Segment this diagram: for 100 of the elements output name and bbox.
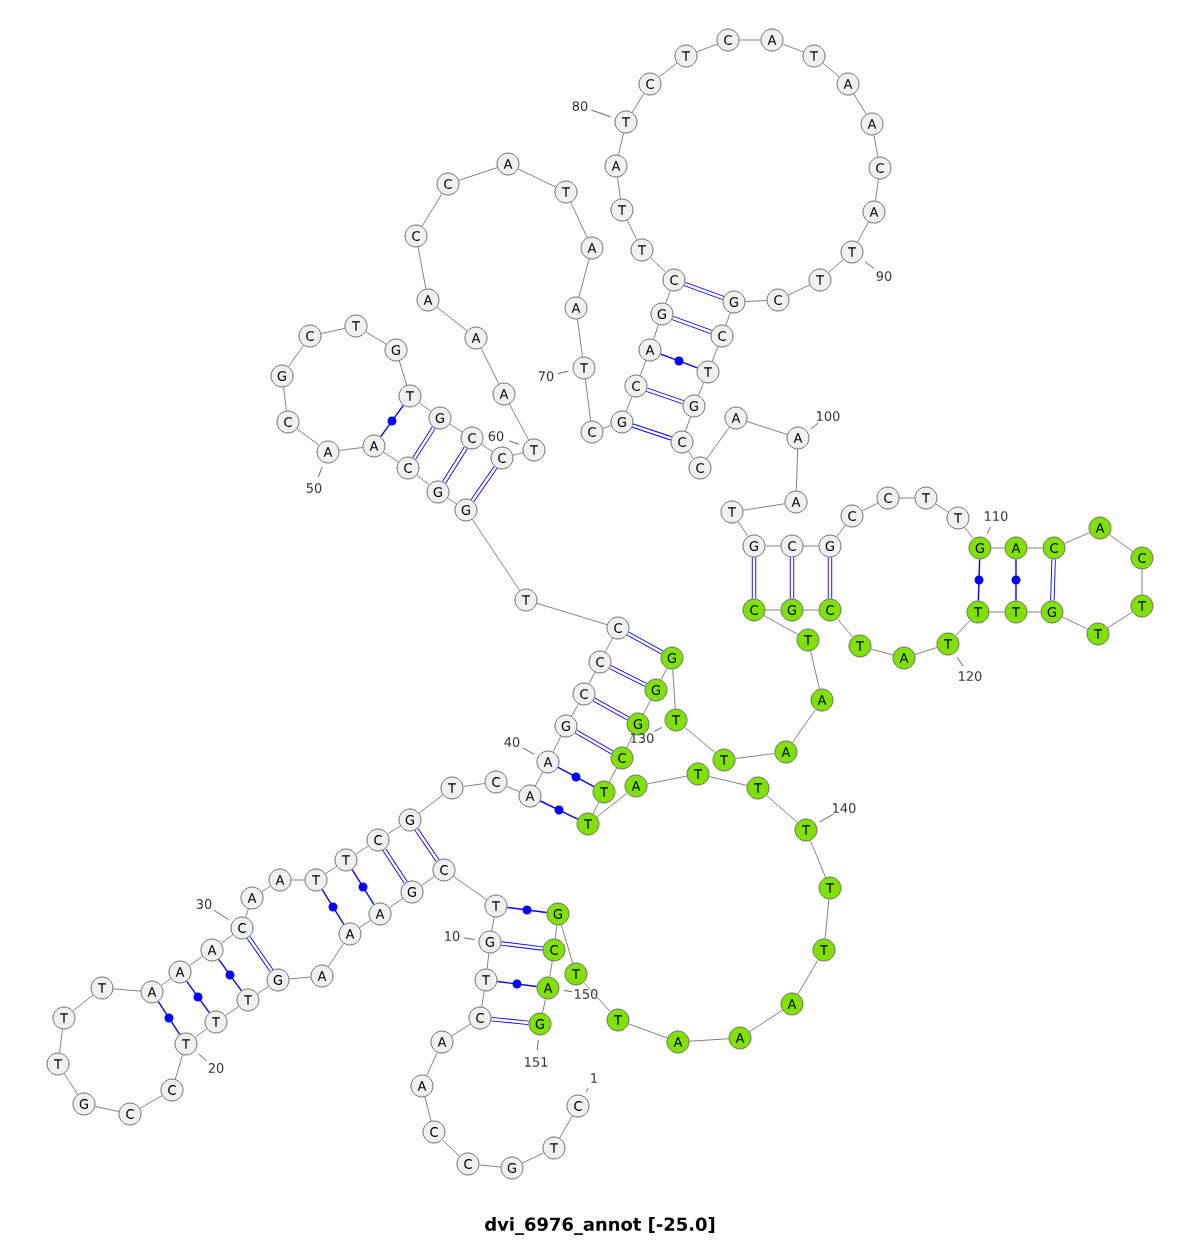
backbone-line [506,785,520,793]
backbone-line [672,669,676,710]
backbone-line [320,327,346,335]
backbone-line [739,39,761,41]
base-pair-line [574,729,614,755]
backbone-line [626,219,638,241]
backbone-line [559,1115,573,1139]
backbone-line [803,609,819,611]
backbone-line [964,526,974,540]
backbone-line [447,497,457,505]
backbone-line [418,794,444,814]
backbone-line [625,396,633,412]
backbone-line [1027,547,1043,549]
backbone-line [810,650,820,690]
backbone-line [792,708,816,744]
backbone-line [935,503,949,513]
backbone-line [765,545,781,547]
backbone-line [746,421,788,435]
backbone-line [639,360,647,376]
base-pair-line [660,353,698,369]
backbone-line [257,985,269,995]
backbone-line [653,324,659,340]
backbone-line [421,193,443,227]
base-pair-line [646,387,684,405]
backbone-line [914,647,938,655]
base-pair-line [382,848,408,884]
base-pair-line [751,557,757,599]
backbone-line [861,502,879,512]
backbone-line [658,62,678,78]
backbone-line [288,344,304,368]
backbone-line [542,998,546,1014]
backbone-line [462,783,486,787]
backbone-line [725,312,731,326]
base-pair-line [442,446,468,484]
base-pair-line [789,557,795,599]
backbone-line [899,497,915,499]
backbone-line [765,609,781,611]
backbone-line [578,258,590,298]
base-pair-line [351,869,375,905]
backbone-line [626,733,634,749]
backbone-line [245,908,249,918]
backbone-line [766,795,798,823]
backbone-line [521,1152,545,1164]
base-pair-line [974,558,984,602]
backbone-line [536,602,608,626]
backbone-line [355,845,369,855]
backbone-line [570,201,588,239]
backbone-line [426,1051,438,1077]
base-pair-line [672,315,712,335]
backbone-line [795,449,799,491]
backbone-line [365,331,387,345]
backbone-line [824,898,830,940]
backbone-line [224,1006,239,1016]
backbone-line [584,378,592,422]
backbone-line [734,753,776,760]
backbone-line [325,865,337,875]
backbone-line [955,619,971,637]
backbone-line [631,93,645,113]
backbone-line [617,176,621,200]
backbone-line [398,360,408,386]
backbone-line [296,428,320,446]
backbone-line [665,290,671,304]
backbone-line [745,300,767,302]
backbone-line [763,615,799,635]
backbone-line [478,1164,502,1168]
backbone-line [388,898,403,908]
backbone-line [660,667,668,681]
backbone-line [853,93,867,115]
backbone-line [688,450,694,460]
base-pair-line [539,800,579,820]
backbone-line [549,960,553,978]
backbone-line [857,221,869,243]
backbone-line [875,178,879,202]
base-pair-line [186,980,210,1014]
backbone-line [59,1028,63,1054]
base-pair-line [557,766,595,788]
base-pair-line [627,631,663,655]
backbone-line [711,346,719,362]
backbone-line [420,876,435,886]
backbone-line [481,990,485,1008]
backbone-line [481,443,493,453]
backbone-line [684,726,716,754]
backbone-line [554,924,558,940]
backbone-line [288,976,312,980]
backbone-line [596,792,628,818]
backbone-line [688,1038,729,1042]
backbone-line [592,801,600,815]
backbone-line [491,916,495,932]
base-pair-line [1011,558,1021,602]
backbone-line [1108,534,1134,552]
backbone-line [828,259,844,273]
backbone-line [836,618,854,638]
backbone-line [742,503,786,511]
backbone-line [604,637,614,653]
backbone-line [486,952,490,970]
backbone-line [628,1023,668,1039]
backbone-line [512,452,524,456]
base-pair-line [412,426,436,460]
backbone-line [418,402,432,412]
backbone-line [220,934,234,944]
